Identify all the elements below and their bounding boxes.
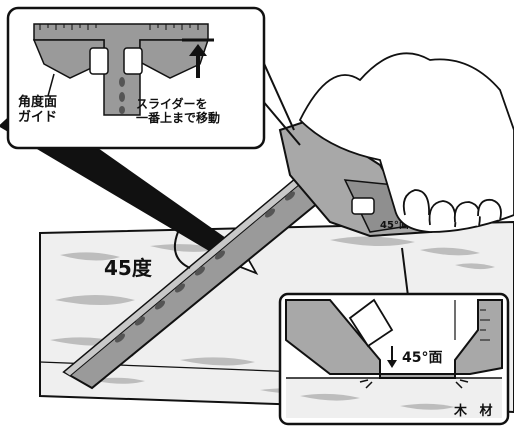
- detail-angle-marking: 45°面: [402, 350, 442, 366]
- slider-instruction-line2: 一番上まで移動: [136, 110, 221, 125]
- down-arrow-icon: [387, 346, 397, 368]
- angle-guide-label: 角度面 ガイド: [18, 95, 58, 126]
- guide-pointer: [47, 73, 55, 97]
- contact-marks: [359, 379, 469, 389]
- detail-board: [286, 377, 502, 418]
- callout-detail: 45°面: [278, 247, 510, 426]
- detail-square: 45°面: [285, 298, 503, 389]
- angle-guide-label-line2: ガイド: [18, 109, 58, 125]
- callout-top: [6, 6, 301, 150]
- angle-arc: [174, 231, 191, 269]
- slider-instruction-line1: スライダーを: [136, 97, 208, 111]
- angle-label: 45度: [104, 256, 152, 280]
- ruler-slots: [115, 191, 295, 343]
- ruler-ticks: [91, 267, 239, 389]
- material-label: 木 材: [454, 404, 497, 419]
- callout-ruler: [32, 23, 210, 116]
- hand: [298, 52, 514, 233]
- slider-instruction: スライダーを 一番上まで移動: [136, 97, 221, 126]
- angle-guide-label-line1: 角度面: [18, 95, 58, 110]
- up-arrow-icon: [182, 38, 214, 78]
